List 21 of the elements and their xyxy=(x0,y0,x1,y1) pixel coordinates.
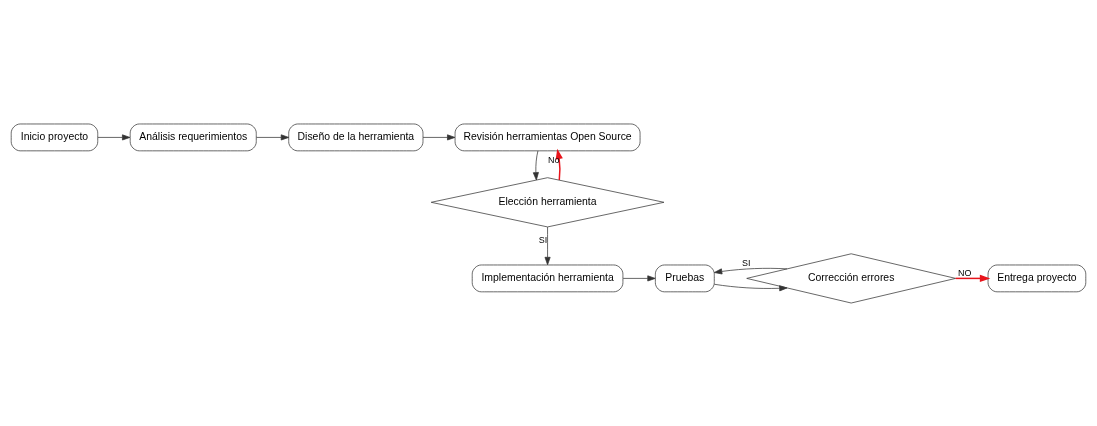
node-diamond: Elección herramienta xyxy=(430,176,665,227)
node-box: Entrega proyecto xyxy=(987,264,1087,292)
arrow xyxy=(714,283,788,291)
arrow xyxy=(555,148,563,181)
arrow xyxy=(532,150,539,180)
node-box: Diseño de la herramienta xyxy=(288,123,424,151)
edge-label: No xyxy=(548,154,560,165)
edge-label: SI xyxy=(538,234,548,245)
node-box: Pruebas xyxy=(655,264,715,292)
arrow xyxy=(422,133,456,140)
arrow xyxy=(622,274,656,281)
node-box: Implementación herramienta xyxy=(471,264,624,292)
arrow xyxy=(954,274,991,282)
node-box: Análisis requerimientos xyxy=(129,123,257,151)
arrow xyxy=(544,226,551,265)
edge-label: NO xyxy=(958,267,972,278)
node-box: Revisión herramientas Open Source xyxy=(454,123,641,151)
arrow xyxy=(714,267,788,274)
arrow xyxy=(97,133,131,140)
node-box: Inicio proyecto xyxy=(10,123,99,151)
arrow xyxy=(256,133,290,140)
